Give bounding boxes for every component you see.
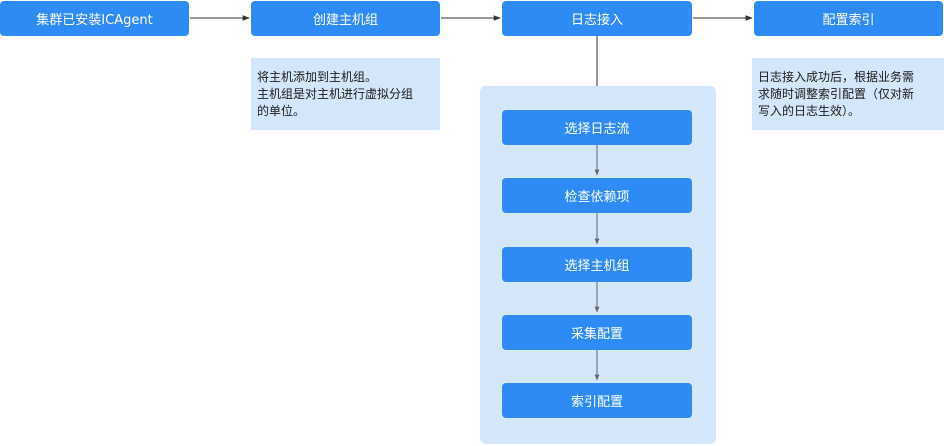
- step-create-host-group: 创建主机组: [251, 1, 440, 36]
- step-install-icagent: 集群已安装ICAgent: [0, 1, 189, 36]
- substep-index-config: 索引配置: [502, 383, 692, 418]
- note-index-config: 日志接入成功后，根据业务需 求随时调整索引配置（仅对新 写入的日志生效）。: [752, 58, 944, 130]
- substep-collection-config: 采集配置: [502, 315, 692, 350]
- substep-check-dependencies: 检查依赖项: [502, 178, 692, 213]
- note-index-line-2: 求随时调整索引配置（仅对新: [758, 87, 915, 101]
- substep-select-log-stream: 选择日志流: [502, 110, 692, 145]
- step-log-ingestion: 日志接入: [502, 1, 692, 36]
- note-host-group-line-3: 的单位。: [257, 104, 306, 118]
- substep-select-host-group: 选择主机组: [502, 247, 692, 282]
- note-index-line-1: 日志接入成功后，根据业务需: [758, 70, 915, 84]
- step-configure-index: 配置索引: [754, 1, 943, 36]
- note-index-line-3: 写入的日志生效）。: [758, 104, 861, 118]
- note-host-group-line-1: 将主机添加到主机组。: [257, 70, 378, 84]
- note-host-group: 将主机添加到主机组。 主机组是对主机进行虚拟分组 的单位。: [251, 58, 440, 130]
- note-host-group-line-2: 主机组是对主机进行虚拟分组: [257, 87, 414, 101]
